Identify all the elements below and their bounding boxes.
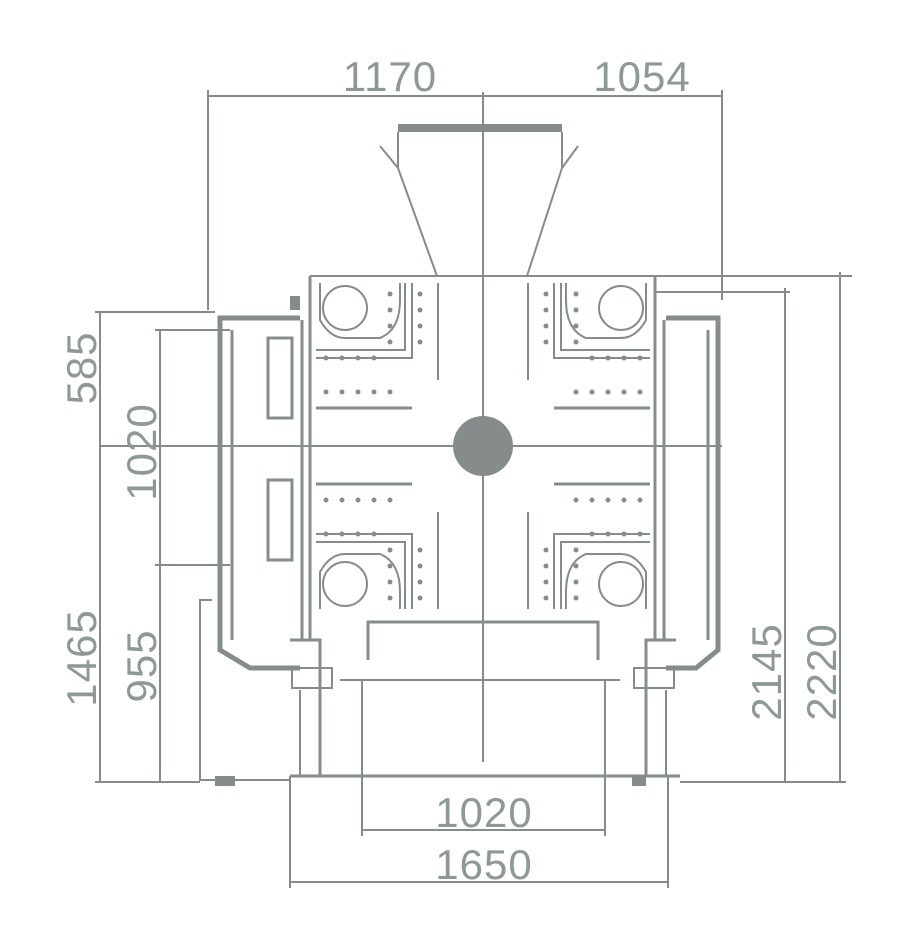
bottom-dimensions: 1020 1650: [289, 680, 669, 888]
dim-1170: 1170: [343, 53, 437, 100]
dim-585: 585: [58, 331, 105, 404]
main-body: [290, 275, 852, 778]
dim-1020-vertical: 1020: [118, 403, 165, 500]
dim-955: 955: [118, 629, 165, 702]
dim-1020-bottom: 1020: [435, 789, 532, 836]
hopper: [379, 124, 579, 277]
center-hub: [453, 416, 513, 476]
dim-2220: 2220: [798, 623, 845, 720]
right-cabinet: [632, 315, 721, 786]
dim-1465: 1465: [58, 609, 105, 706]
left-cabinet: [199, 296, 333, 786]
left-dimensions: 585 1465 1020 955: [58, 311, 230, 783]
top-dimension: 1170 1054: [207, 53, 723, 310]
dim-1650: 1650: [435, 841, 532, 888]
right-dimensions: 2145 2220: [680, 272, 846, 783]
dim-2145: 2145: [743, 623, 790, 720]
dim-1054: 1054: [593, 53, 690, 100]
